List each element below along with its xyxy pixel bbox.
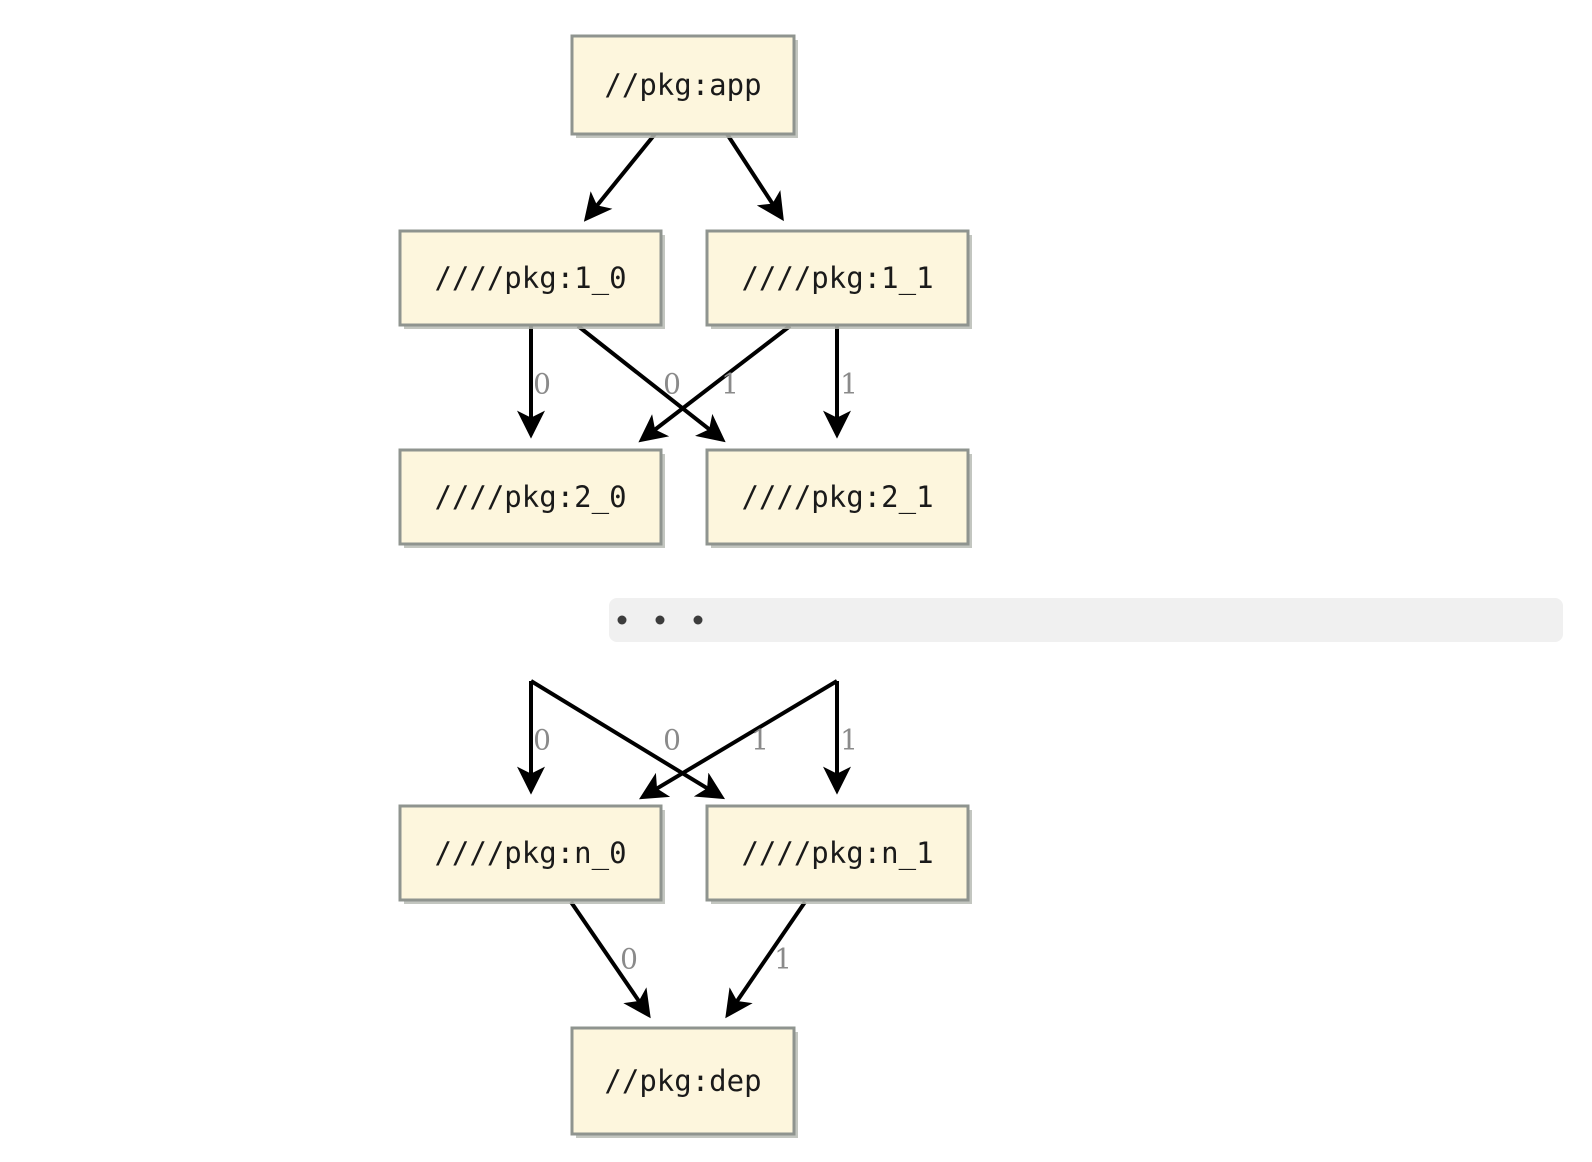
edge-line xyxy=(639,679,839,800)
edge-label: 1 xyxy=(721,368,739,401)
graph-edge[interactable]: 1 xyxy=(823,326,858,439)
graph-edge[interactable]: 1 xyxy=(639,679,839,800)
edge-label: 1 xyxy=(774,943,792,976)
node-label: ////pkg:n_1 xyxy=(741,836,933,871)
graph-node-l2_0[interactable]: ////pkg:2_0 xyxy=(398,448,665,548)
node-box[interactable] xyxy=(398,448,663,546)
edge-label: 0 xyxy=(533,368,551,401)
edge-line xyxy=(725,132,784,222)
node-label: ////pkg:1_1 xyxy=(741,261,933,296)
graph-edge[interactable]: 1 xyxy=(638,324,792,443)
graph-node-ln_0[interactable]: ////pkg:n_0 xyxy=(398,804,665,904)
edge-line xyxy=(583,132,657,222)
node-label: ////pkg:1_0 xyxy=(434,261,626,296)
edge-line xyxy=(569,900,651,1019)
graph-edge[interactable]: 1 xyxy=(725,900,807,1019)
graph-node-ln_1[interactable]: ////pkg:n_1 xyxy=(705,804,972,904)
node-box[interactable] xyxy=(705,229,970,327)
graph-node-l2_1[interactable]: ////pkg:2_1 xyxy=(705,448,972,548)
edges-layer: 0 0 1 1 0 0 1 1 0 1 xyxy=(517,132,858,1019)
node-label: //pkg:dep xyxy=(604,1064,761,1098)
node-label: //pkg:app xyxy=(604,68,761,102)
graph-edge[interactable]: 0 xyxy=(576,324,726,443)
edge-line xyxy=(725,900,807,1019)
edge-label: 0 xyxy=(533,724,551,757)
node-box[interactable] xyxy=(398,229,663,327)
ellipsis-dot-icon xyxy=(655,615,665,625)
node-label: ////pkg:n_0 xyxy=(434,836,626,871)
edge-label: 0 xyxy=(620,943,638,976)
node-box[interactable] xyxy=(398,804,663,902)
ellipsis-band xyxy=(609,598,1563,642)
edge-label: 0 xyxy=(663,724,681,757)
edge-line xyxy=(576,324,726,443)
ellipsis-dot-icon xyxy=(693,615,703,625)
nodes-layer: //pkg:app ////pkg:1_0 ////pkg:1_1 ////pkg:2… xyxy=(398,34,972,1138)
graph-edge[interactable]: 0 xyxy=(529,679,726,800)
graph-edge[interactable] xyxy=(725,132,784,222)
edge-label: 1 xyxy=(751,724,769,757)
graph-node-dep[interactable]: //pkg:dep xyxy=(570,1026,798,1138)
graph-edge[interactable]: 0 xyxy=(569,900,651,1019)
edge-line xyxy=(638,324,792,443)
edge-label: 1 xyxy=(840,724,858,757)
node-box[interactable] xyxy=(570,1026,796,1136)
ellipsis-band-rect xyxy=(609,598,1563,642)
edge-line xyxy=(529,679,726,800)
graph-node-l1_0[interactable]: ////pkg:1_0 xyxy=(398,229,665,329)
node-box[interactable] xyxy=(705,448,970,546)
node-box[interactable] xyxy=(570,34,796,136)
node-label: ////pkg:2_0 xyxy=(434,480,626,515)
graph-edge[interactable]: 1 xyxy=(823,681,858,795)
node-box[interactable] xyxy=(705,804,970,902)
graph-edge[interactable]: 0 xyxy=(517,326,551,439)
graph-node-l1_1[interactable]: ////pkg:1_1 xyxy=(705,229,972,329)
graph-node-app[interactable]: //pkg:app xyxy=(570,34,798,138)
graph-edge[interactable]: 0 xyxy=(517,681,551,795)
edge-label: 0 xyxy=(663,368,681,401)
node-label: ////pkg:2_1 xyxy=(741,480,933,515)
edge-label: 1 xyxy=(840,368,858,401)
ellipsis-dot-icon xyxy=(617,615,627,625)
graph-edge[interactable] xyxy=(583,132,657,222)
